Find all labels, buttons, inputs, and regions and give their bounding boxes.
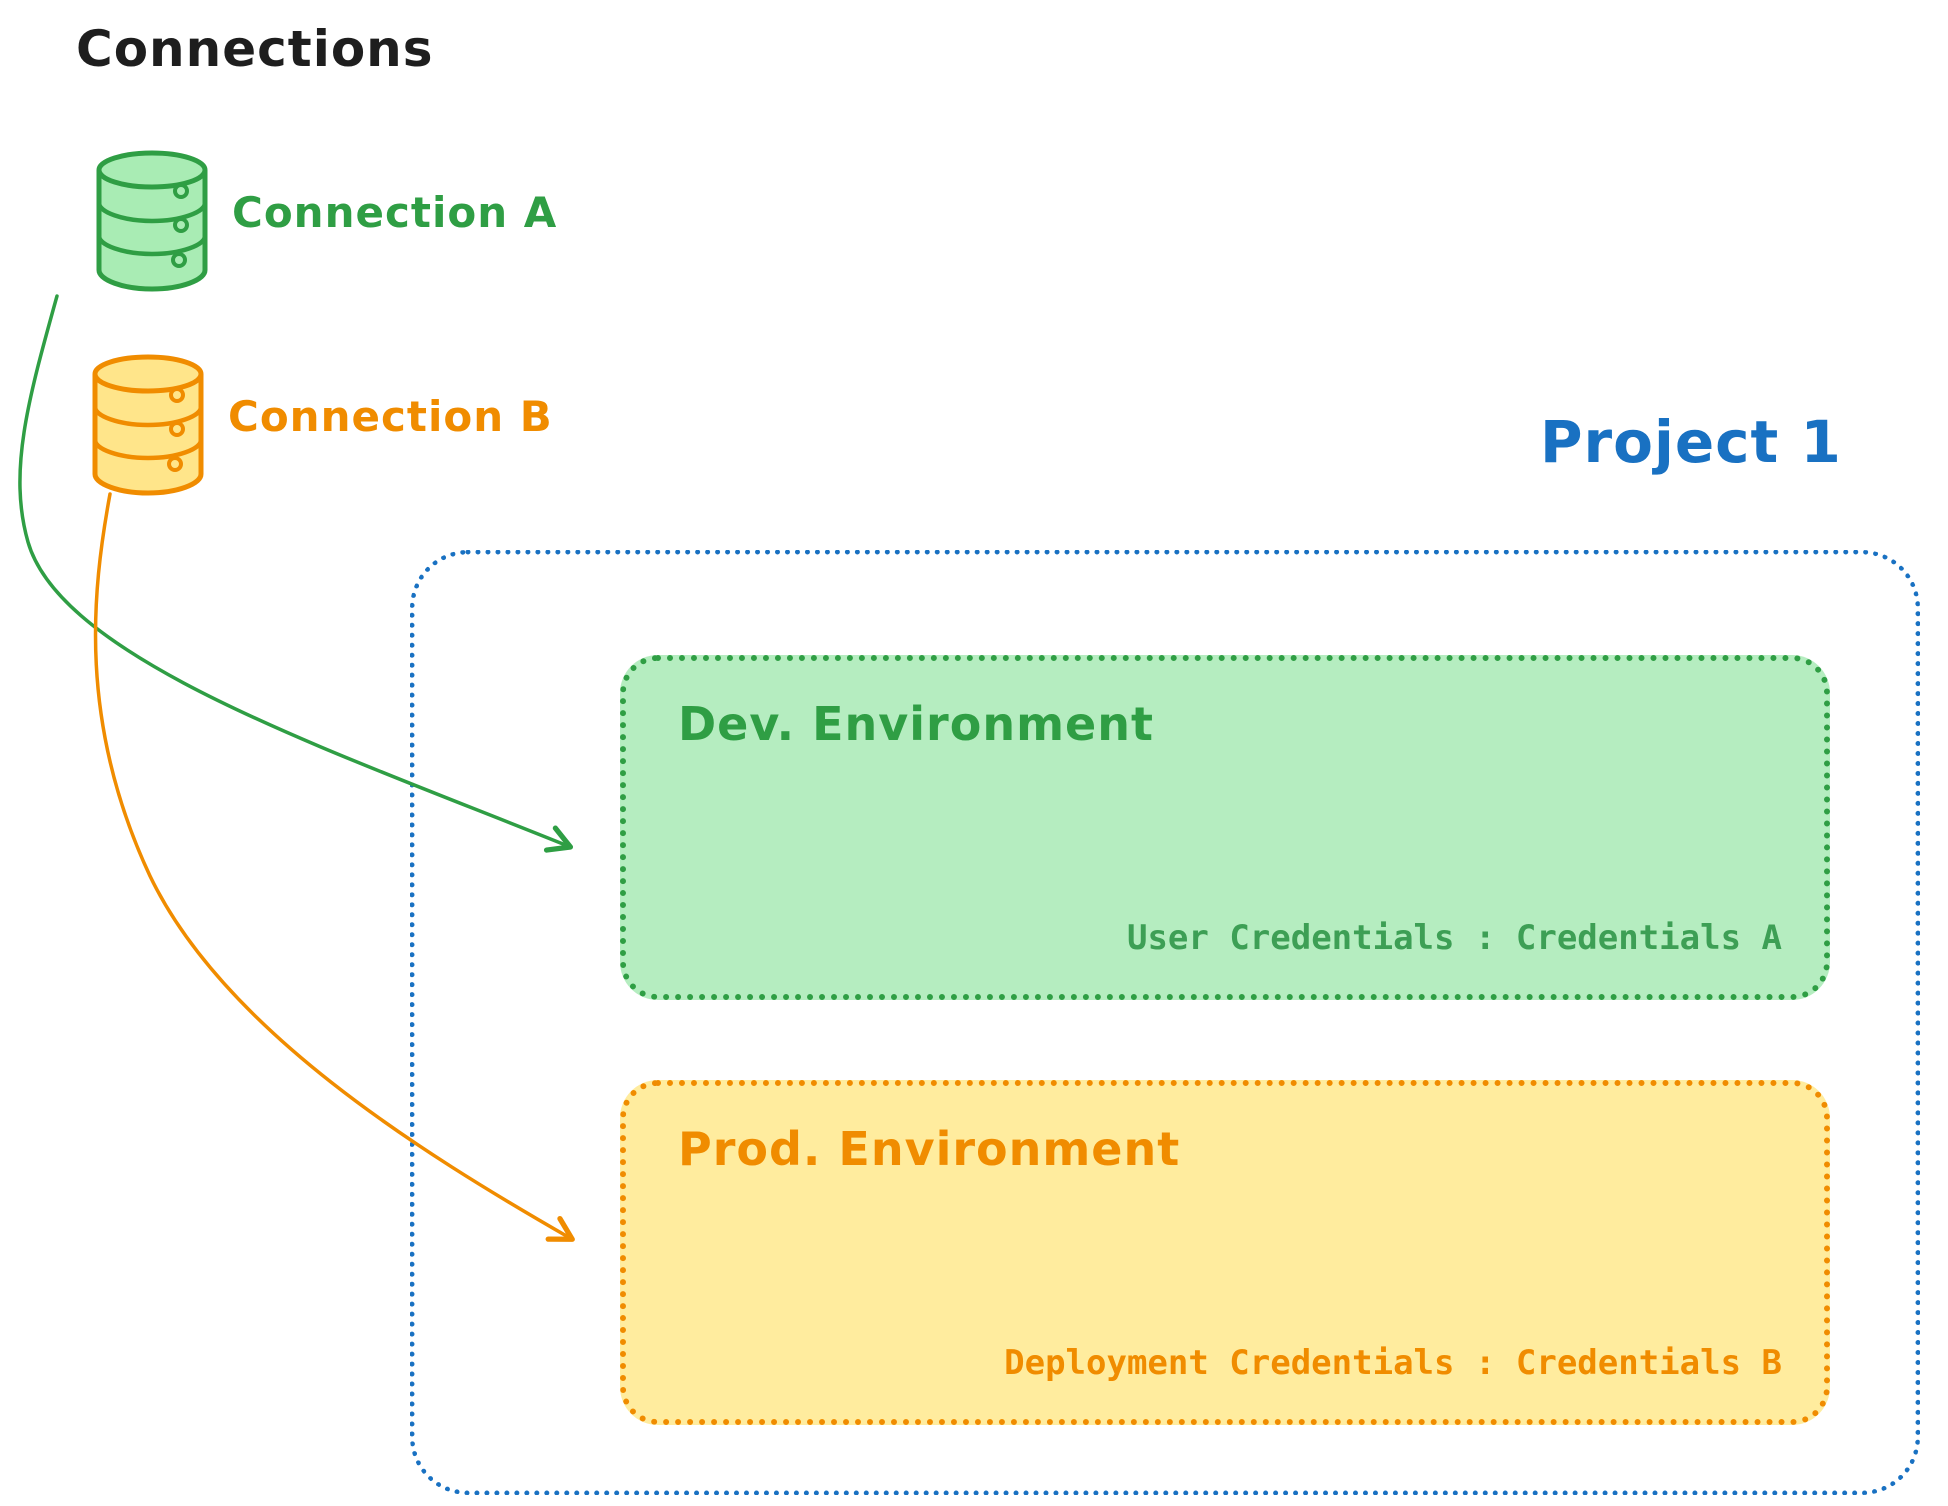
- dev-environment-title: Dev. Environment: [678, 697, 1154, 751]
- project-label: Project 1: [1540, 408, 1842, 476]
- database-cylinder-green-icon: [96, 150, 208, 292]
- diagram-title: Connections: [76, 20, 434, 78]
- connection-b-label: Connection B: [228, 392, 553, 441]
- dev-environment-credentials: User Credentials : Credentials A: [1126, 918, 1782, 958]
- prod-environment-credentials: Deployment Credentials : Credentials B: [1004, 1343, 1782, 1383]
- project-box: Dev. Environment User Credentials : Cred…: [410, 550, 1920, 1495]
- dev-environment-box: Dev. Environment User Credentials : Cred…: [620, 655, 1830, 1000]
- prod-environment-box: Prod. Environment Deployment Credentials…: [620, 1080, 1830, 1425]
- prod-environment-title: Prod. Environment: [678, 1122, 1181, 1176]
- connection-a-label: Connection A: [232, 188, 558, 237]
- database-cylinder-orange-icon: [92, 354, 204, 496]
